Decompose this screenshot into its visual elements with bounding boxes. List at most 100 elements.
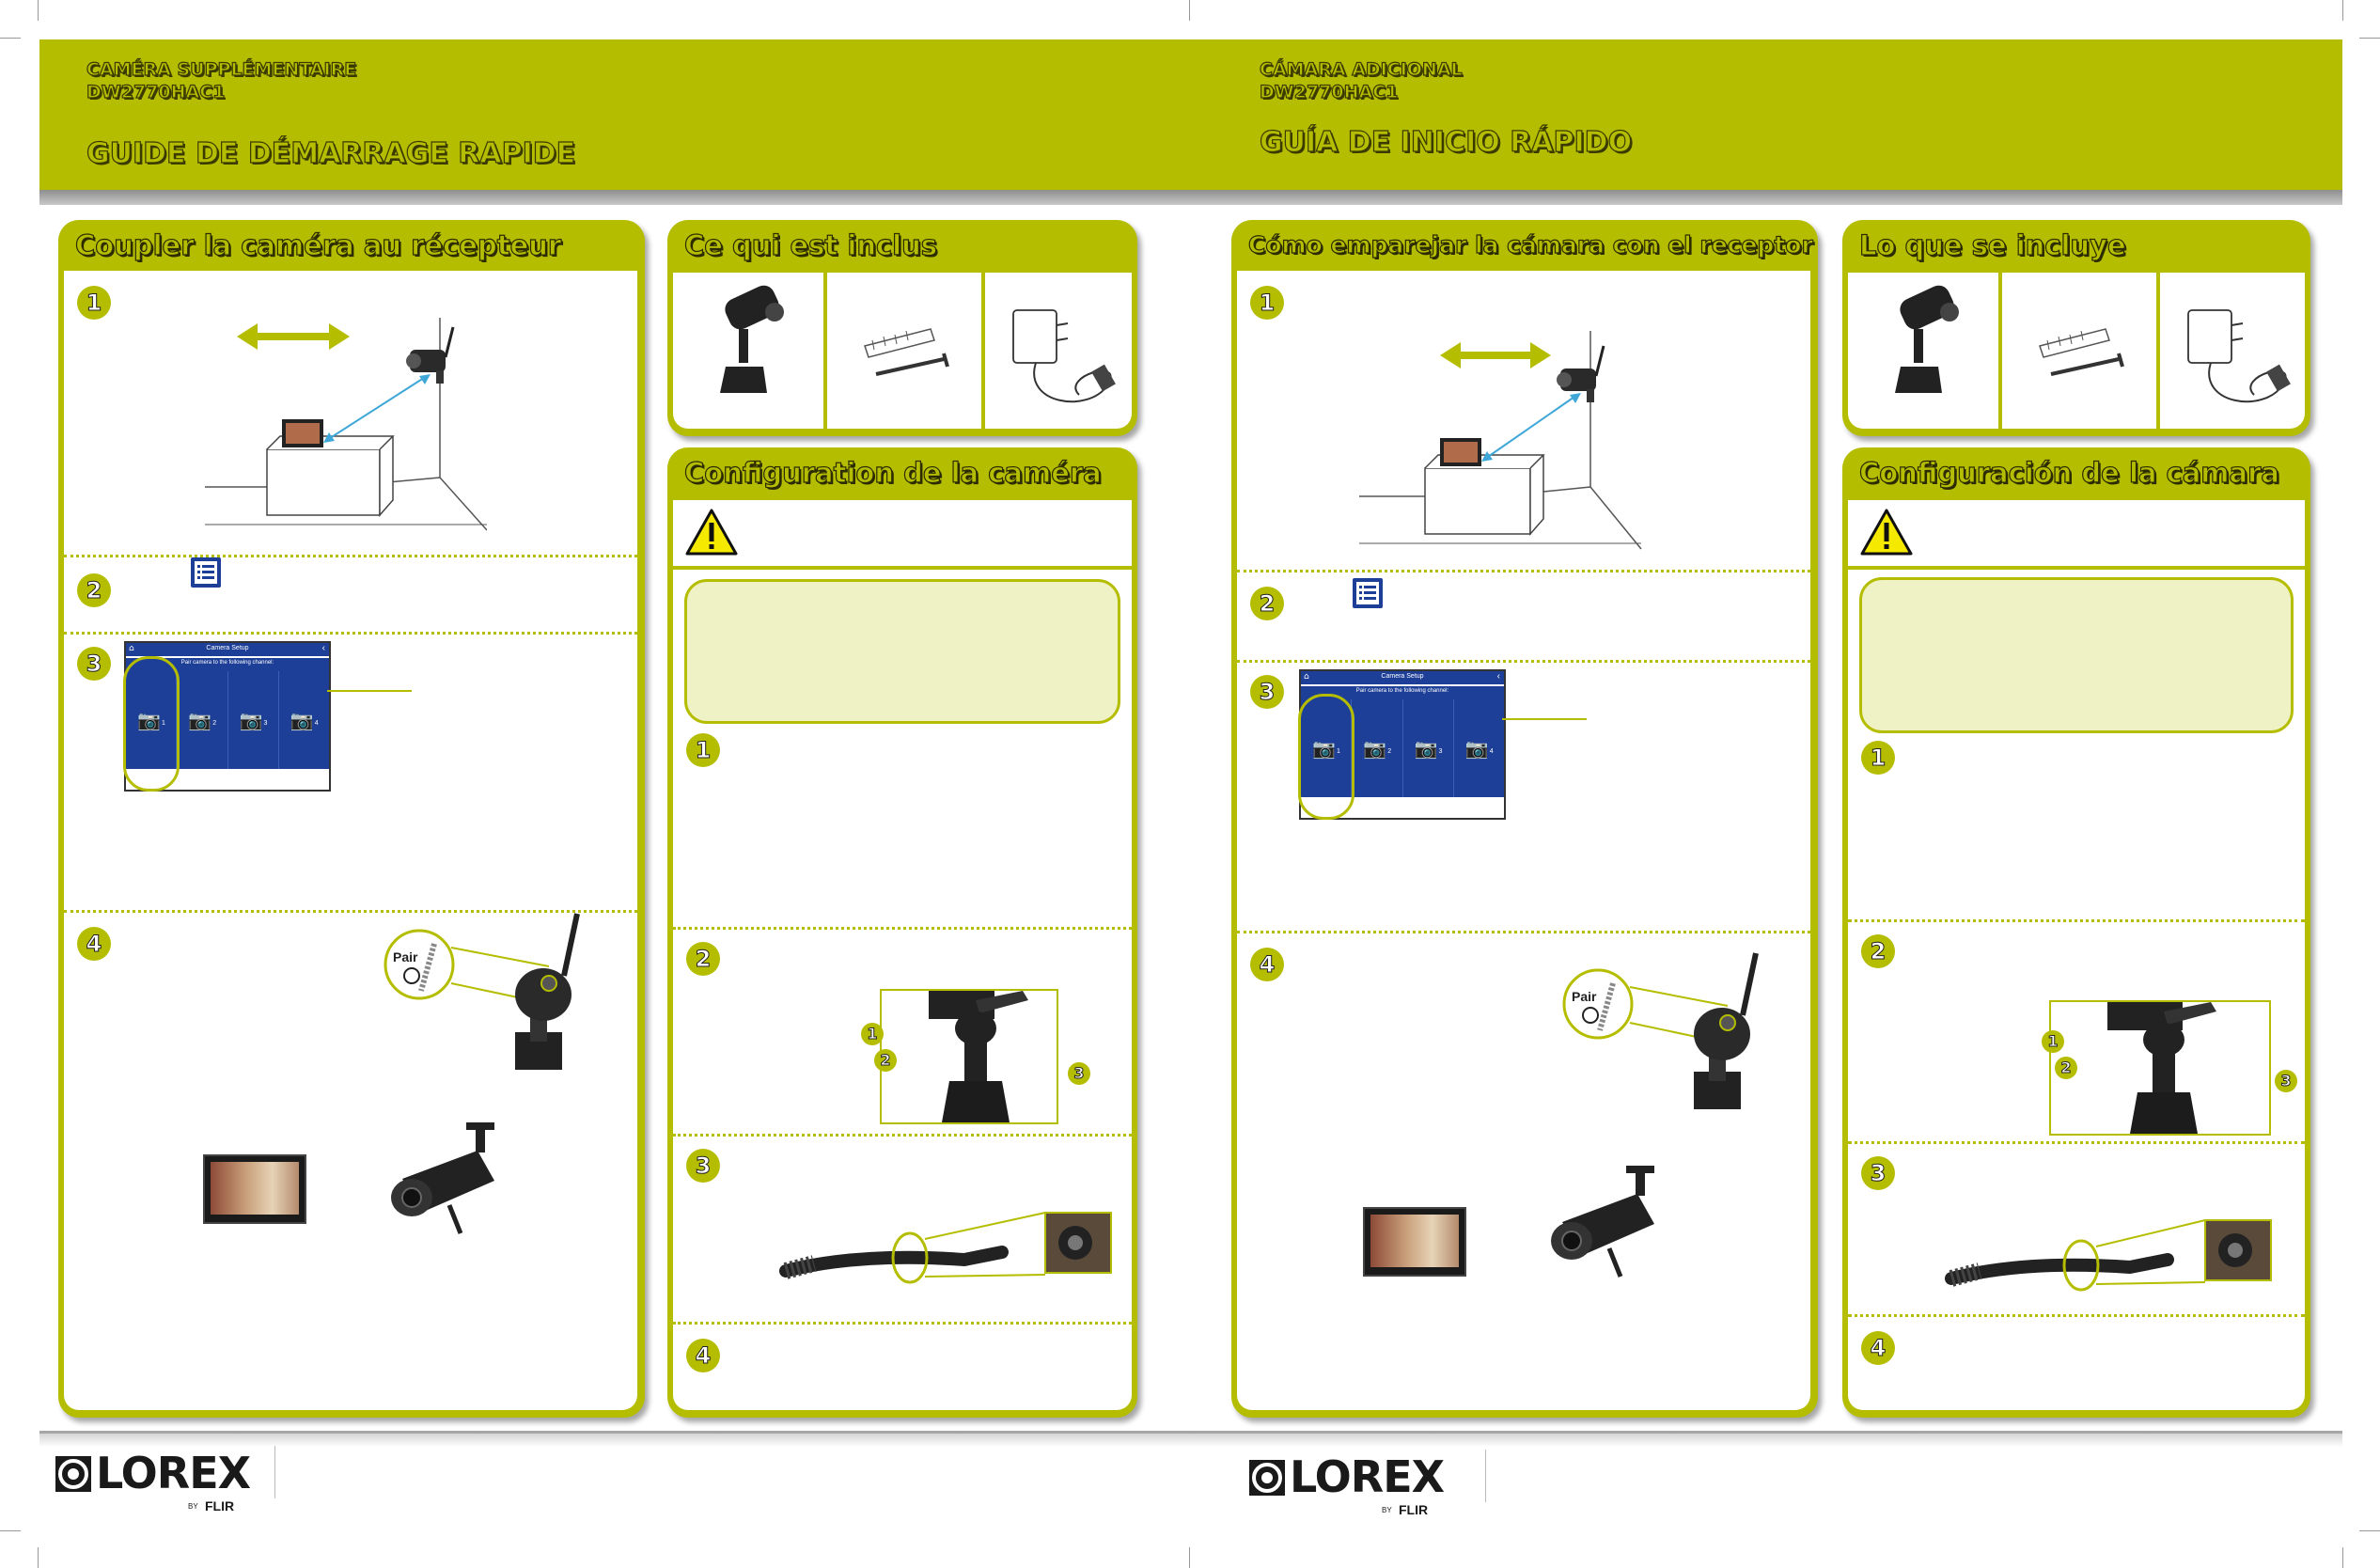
channel-tile[interactable]: 📷 2 [1352,699,1403,797]
camera-icon: 📷 [1363,739,1387,760]
step-divider [64,910,637,913]
included-item-adapter [2160,273,2305,429]
step-divider [1237,931,1810,933]
step-number-1: 1 [77,286,111,320]
receiver-monitor [1363,1207,1466,1277]
es-included-title: Lo que se incluye [1858,228,2126,261]
crop-mark [2359,38,2380,39]
menu-list-icon [1353,578,1383,608]
pair-label: Pair [393,949,418,964]
es-product-type: CÁMARA ADICIONAL [1259,58,1463,80]
step-number-4: 4 [686,1339,720,1372]
brand-parent: FLIR [1399,1502,1429,1517]
callout-number-3: 3 [2275,1070,2297,1092]
channel-number: 4 [1489,748,1494,755]
es-setup-title: Configuración de la cámara [1858,456,2279,489]
included-item-camera [673,273,823,429]
fr-model: DW2770HAC1 [86,81,226,102]
fr-setup-panel: Configuration de la caméra 1 2 1 2 3 3 [667,447,1137,1418]
crop-mark [2342,1547,2343,1568]
warning-divider [1848,566,2305,570]
brand-name: LOREX [96,1448,251,1498]
note-box [684,579,1120,724]
lens-cable-illustration [1945,1219,2272,1292]
callout-number-1: 1 [861,1023,884,1045]
channel-number: 2 [1387,748,1392,755]
es-model: DW2770HAC1 [1259,81,1399,102]
note-box [1859,577,2294,733]
step-number-1: 1 [1250,286,1284,320]
fr-included-panel: Ce qui est inclus [667,220,1137,436]
brand-name: LOREX [1290,1451,1445,1502]
crop-mark [1189,1547,1190,1568]
power-adapter-icon [1012,309,1116,403]
fr-included-body [673,273,1132,429]
callout-number-2: 2 [874,1049,897,1072]
channel-highlight [123,656,180,792]
channel-tile[interactable]: 📷 1 [1301,699,1353,797]
camera-icon: 📷 [1464,739,1489,760]
step-divider [64,555,637,557]
crop-mark [0,1530,21,1531]
step-divider [64,632,637,635]
back-icon: ‹ [1496,671,1500,682]
step-number-2: 2 [1250,587,1284,620]
step-divider [1237,570,1810,572]
mount-bracket-image [2107,1002,2216,1134]
header-banner [39,39,2342,190]
camera-icon: 📷 [1414,739,1438,760]
step-number-2: 2 [77,573,111,607]
step-number-4: 4 [77,927,111,961]
camera-icon: 📷 [239,711,263,731]
camera-setup-title: Camera Setup [1381,673,1424,680]
crop-mark [1189,0,1190,21]
menu-list-icon [191,557,221,588]
step-number-4: 4 [1861,1331,1895,1365]
channel-tile[interactable]: 📷 3 [1403,699,1454,797]
brand-by: BY [188,1502,198,1511]
camera-icon: 📷 [137,711,161,731]
camera-icon: 📷 [188,711,212,731]
mount-bracket-image [929,991,1028,1122]
lorex-mark-icon [55,1456,91,1492]
camera-setup-header: ⌂ Camera Setup ‹ [1301,671,1504,684]
included-item-camera [1848,273,1998,429]
fr-included-title: Ce qui est inclus [683,228,938,261]
lorex-mark-icon [1249,1460,1285,1496]
channel-tile[interactable]: 📷 2 [177,671,228,769]
step-divider [673,927,1132,930]
included-item-adapter [985,273,1132,429]
channel-tile[interactable]: 📷 1 [126,671,178,769]
channel-number: 1 [1337,748,1340,755]
channel-tile[interactable]: 📷 3 [228,671,279,769]
fr-guide-title: GUIDE DE DÉMARRAGE RAPIDE [86,136,576,170]
crop-mark [2359,1530,2380,1531]
warning-icon [685,509,738,556]
camera-illustration [391,1122,494,1234]
fr-setup-body: 1 2 1 2 3 3 4 [673,500,1132,1410]
channel-number: 1 [162,720,165,727]
fr-pair-panel: Coupler la caméra au récepteur 1 2 [58,220,645,1418]
pair-button-illustration [384,913,580,1070]
channel-tile[interactable]: 📷 4 [1454,699,1504,797]
es-pair-panel: Cómo emparejar la cámara con el receptor… [1231,220,1818,1418]
step-number-4: 4 [1250,948,1284,981]
crop-mark [38,0,39,21]
receiver-monitor [203,1154,306,1224]
warning-icon [1860,509,1913,556]
channel-number: 4 [314,720,319,727]
footer-rule [39,1431,2342,1434]
camera-icon [1895,285,1959,393]
callout-number-1: 1 [2042,1030,2064,1053]
screw-anchor-icon [864,328,949,376]
fr-pair-title: Coupler la caméra au récepteur [74,228,562,261]
footer-separator [274,1446,275,1498]
camera-icon [720,285,784,393]
es-included-body [1848,273,2305,429]
screw-anchor-icon [2039,328,2124,376]
brand-by: BY [1382,1506,1392,1514]
callout-number-3: 3 [1068,1062,1090,1085]
callout-line [327,690,412,692]
es-setup-body: 1 2 1 2 3 3 4 [1848,500,2305,1410]
channel-tile[interactable]: 📷 4 [279,671,329,769]
